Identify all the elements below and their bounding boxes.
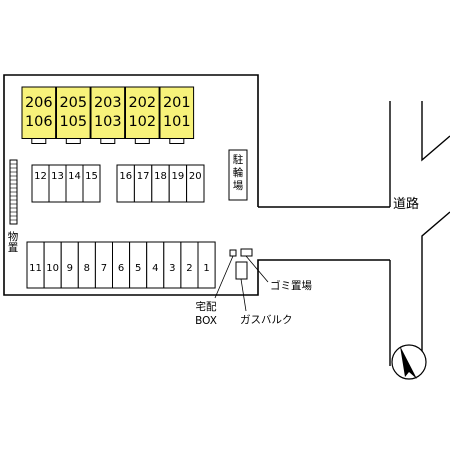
parking-space: [186, 164, 205, 203]
parking-space-number: 14: [68, 171, 81, 182]
delivery-box-label-2: BOX: [195, 315, 217, 327]
site-boundary: [3, 74, 390, 296]
parking-space-number: 5: [135, 263, 141, 274]
room-number-lower: 105: [59, 114, 87, 130]
parking-space-number: 2: [186, 263, 192, 274]
room-number-upper: 206: [25, 95, 53, 111]
building-entrance: [169, 138, 185, 144]
building-block: [56, 86, 91, 139]
parking-space-number: 8: [84, 263, 90, 274]
building-entrance: [100, 138, 116, 144]
bicycle-parking-label: 駐輪場: [233, 153, 244, 192]
parking-space-number: 11: [29, 263, 42, 274]
parking-space-number: 9: [67, 263, 73, 274]
parking-space-number: 13: [51, 171, 64, 182]
parking-space-number: 16: [119, 171, 132, 182]
parking-space-number: 12: [34, 171, 47, 182]
room-number-lower: 106: [25, 114, 53, 130]
delivery-box-leader: [214, 255, 234, 299]
parking-space-number: 3: [169, 263, 175, 274]
parking-space-number: 1: [203, 263, 209, 274]
parking-space-number: 6: [118, 263, 124, 274]
room-number-upper: 201: [163, 95, 191, 111]
parking-space-number: 20: [189, 171, 202, 182]
delivery-box-label-1: 宅配: [196, 300, 217, 313]
room-number-upper: 202: [128, 95, 156, 111]
room-number-lower: 101: [163, 114, 191, 130]
storage-stripes: [10, 163, 17, 221]
gas-bulk-leader: [240, 278, 247, 312]
building-entrance: [134, 138, 150, 144]
road: [389, 101, 450, 366]
north-arrow-icon: [391, 344, 427, 380]
parking-space: [197, 241, 216, 289]
parking-space-number: 17: [137, 171, 150, 182]
garbage-area-label: ゴミ置場: [270, 279, 312, 292]
parking-space-number: 18: [154, 171, 167, 182]
garbage-area: [240, 248, 253, 257]
parking-row-16-20: 16 17 18 19 20: [116, 164, 205, 203]
room-number-upper: 203: [94, 95, 122, 111]
room-number-upper: 205: [59, 95, 87, 111]
parking-space-number: 4: [152, 263, 158, 274]
gas-bulk-label: ガスバルク: [240, 314, 293, 326]
storage-label: 物置: [8, 230, 19, 254]
parking-space-number: 15: [85, 171, 98, 182]
parking-space-number: 10: [46, 263, 59, 274]
gas-bulk-tank: [235, 261, 248, 280]
parking-space-number: 7: [101, 263, 107, 274]
building-entrance: [65, 138, 81, 144]
parking-space: [82, 164, 101, 203]
road-label: 道路: [393, 196, 419, 212]
room-number-lower: 103: [94, 114, 122, 130]
building-block: [90, 86, 126, 139]
building-block: [125, 86, 160, 139]
building-entrance: [31, 138, 47, 144]
garbage-area-leader: [245, 255, 269, 283]
building-block: [159, 86, 195, 139]
parking-row-12-15: 12 13 14 15: [31, 164, 101, 203]
room-number-lower: 102: [128, 114, 156, 130]
delivery-box: [229, 249, 237, 257]
bicycle-parking: [228, 149, 248, 201]
building-block: [21, 86, 57, 139]
parking-space-number: 19: [172, 171, 185, 182]
